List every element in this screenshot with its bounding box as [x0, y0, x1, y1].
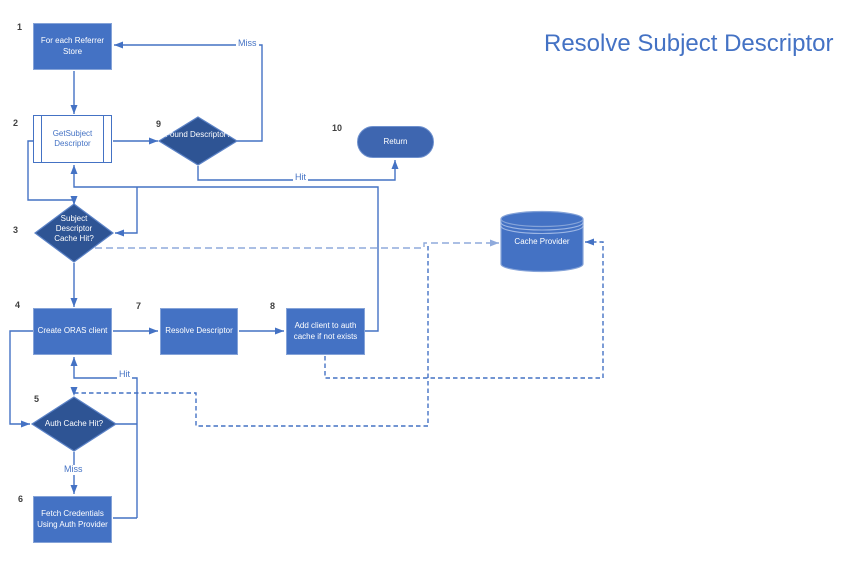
- step-number-6: 6: [18, 494, 24, 504]
- node-label: Resolve Descriptor: [165, 326, 233, 336]
- decision-subject-descriptor-cache-hit-shape: [33, 203, 115, 263]
- predefined-process-bar-right: [102, 116, 104, 162]
- edge-label-hit-auth: Hit: [117, 369, 132, 380]
- edge-dashed-subject-cache-to-cache-provider: [95, 239, 499, 249]
- edge-getsubject-to-subject-cache-hit: [27, 140, 78, 205]
- step-number-8: 8: [270, 301, 276, 311]
- decision-auth-cache-hit-shape: [30, 396, 118, 452]
- node-label: Return: [383, 136, 408, 146]
- node-add-client-to-auth-cache: Add client to auth cache if not exists: [286, 308, 365, 355]
- node-return-terminator: Return: [357, 126, 434, 158]
- edge-label-miss-top: Miss: [236, 38, 259, 49]
- cache-provider-label: Cache Provider: [514, 237, 570, 246]
- node-label: Add client to auth cache if not exists: [293, 321, 358, 341]
- database-cylinder-shape: [500, 210, 584, 273]
- edge-dashed-add-client-to-cache-provider: [324, 238, 604, 379]
- step-number-7: 7: [136, 301, 142, 311]
- edge-dashed-cache-provider-to-auth-cache-hit: [70, 246, 429, 427]
- step-number-10: 10: [332, 123, 343, 133]
- page-title: Resolve Subject Descriptor: [544, 30, 834, 57]
- node-fetch-credentials: Fetch Credentials Using Auth Provider: [33, 496, 112, 543]
- node-label: Fetch Credentials Using Auth Provider: [37, 509, 108, 529]
- edge-label-hit-return: Hit: [293, 172, 308, 183]
- edge-create-oras-to-auth-cache-hit: [9, 330, 33, 428]
- node-label: For each Referrer Store: [40, 36, 105, 56]
- decision-subject-descriptor-cache-hit-label: Subject Descriptor Cache Hit?: [54, 214, 94, 243]
- edge-label-miss-auth: Miss: [62, 464, 85, 475]
- node-resolve-descriptor: Resolve Descriptor: [160, 308, 238, 355]
- step-number-1: 1: [17, 22, 23, 32]
- edge-branch-to-subject-cache-hit-right: [115, 187, 138, 237]
- node-getsubject-descriptor: GetSubject Descriptor: [33, 115, 112, 163]
- decision-auth-cache-hit-label: Auth Cache Hit?: [44, 419, 104, 428]
- edge-loop-back-to-create-oras: [70, 357, 138, 518]
- step-number-3: 3: [13, 225, 19, 235]
- step-number-4: 4: [15, 300, 21, 310]
- step-number-9: 9: [156, 119, 162, 129]
- node-for-each-referrer-store: For each Referrer Store: [33, 23, 112, 70]
- predefined-process-bar-left: [41, 116, 43, 162]
- decision-found-descriptor-label: Found Descriptor?: [165, 130, 231, 139]
- step-number-5: 5: [34, 394, 40, 404]
- decision-found-descriptor-shape: [157, 116, 239, 166]
- edge-add-client-to-getsubject: [70, 165, 379, 332]
- edge-found-descriptor-miss-to-referrer-store: [114, 41, 263, 142]
- node-label: Create ORAS client: [37, 326, 108, 336]
- node-create-oras-client: Create ORAS client: [33, 308, 112, 355]
- node-label: GetSubject Descriptor: [52, 128, 93, 148]
- step-number-2: 2: [13, 118, 19, 128]
